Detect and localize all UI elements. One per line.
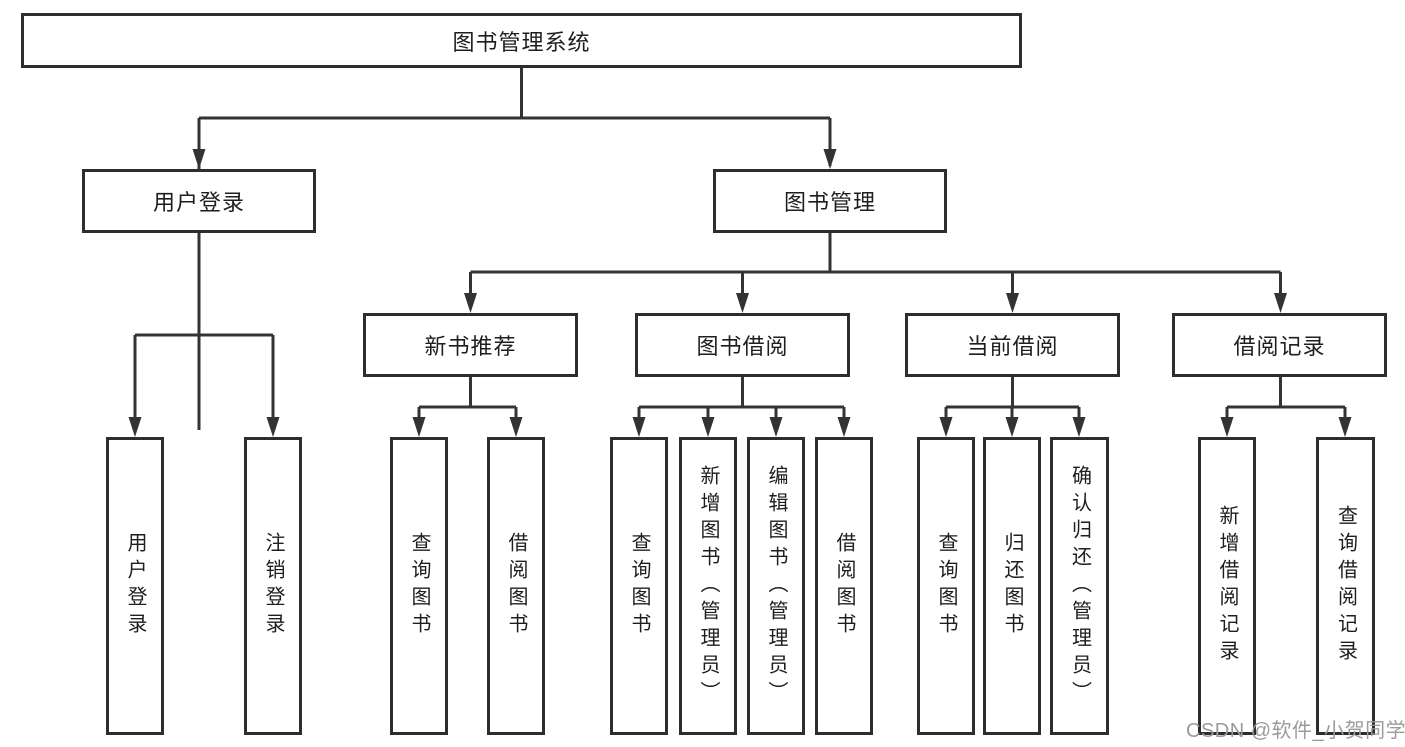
node-label: 查询图书 xyxy=(408,532,430,640)
watermark: CSDN @软件_小贺同学 xyxy=(1186,720,1405,742)
connector-root xyxy=(197,68,832,430)
node-label: 归还图书 xyxy=(1001,532,1023,640)
node-user-login: 用户登录 xyxy=(82,169,316,233)
arrowhead-icons xyxy=(128,149,1352,437)
node-label: 确认归还（管理员） xyxy=(1068,464,1091,708)
leaf-user-login: 用户登录 xyxy=(106,437,164,735)
leaf-query-books-current: 查询图书 xyxy=(917,437,975,735)
connector-user-login xyxy=(133,233,275,432)
leaf-query-borrow-record: 查询借阅记录 xyxy=(1316,437,1375,735)
node-book-management: 图书管理 xyxy=(713,169,947,233)
leaf-query-books-borrow: 查询图书 xyxy=(610,437,668,735)
node-label: 借阅记录 xyxy=(1233,334,1326,359)
leaf-add-book-admin: 新增图书（管理员） xyxy=(679,437,737,735)
node-label: 新增图书（管理员） xyxy=(697,464,719,708)
node-current-borrowing: 当前借阅 xyxy=(905,313,1120,377)
node-label: 编辑图书（管理员） xyxy=(765,464,787,708)
node-label: 借阅图书 xyxy=(505,532,527,640)
leaf-logout: 注销登录 xyxy=(244,437,302,735)
connector-borrow-record xyxy=(1225,377,1347,430)
node-label: 图书管理 xyxy=(783,190,876,215)
leaf-borrow-books: 借阅图书 xyxy=(815,437,873,735)
node-label: 查询图书 xyxy=(628,532,650,640)
node-library-system: 图书管理系统 xyxy=(21,13,1022,68)
connector-book-borrow xyxy=(637,377,846,430)
node-label: 用户登录 xyxy=(124,532,146,640)
leaf-confirm-return-admin: 确认归还（管理员） xyxy=(1050,437,1109,735)
node-label: 图书借阅 xyxy=(696,334,789,359)
connector-book-management xyxy=(469,233,1282,308)
leaf-query-books-recommend: 查询图书 xyxy=(390,437,448,735)
node-label: 查询借阅记录 xyxy=(1334,505,1357,667)
leaf-borrow-books-recommend: 借阅图书 xyxy=(487,437,545,735)
node-label: 图书管理系统 xyxy=(452,29,591,55)
node-book-borrowing: 图书借阅 xyxy=(635,313,850,377)
node-label: 当前借阅 xyxy=(966,334,1059,359)
node-label: 注销登录 xyxy=(262,532,284,640)
node-label: 新增借阅记录 xyxy=(1216,505,1238,667)
leaf-edit-book-admin: 编辑图书（管理员） xyxy=(747,437,805,735)
connector-new-book xyxy=(417,377,518,430)
node-label: 借阅图书 xyxy=(833,532,855,640)
node-borrowing-records: 借阅记录 xyxy=(1172,313,1387,377)
node-new-book-recommend: 新书推荐 xyxy=(363,313,578,377)
leaf-add-borrow-record: 新增借阅记录 xyxy=(1198,437,1256,735)
node-label: 用户登录 xyxy=(152,190,245,215)
leaf-return-books: 归还图书 xyxy=(983,437,1041,735)
node-label: 新书推荐 xyxy=(424,334,517,359)
node-label: 查询图书 xyxy=(935,532,957,640)
